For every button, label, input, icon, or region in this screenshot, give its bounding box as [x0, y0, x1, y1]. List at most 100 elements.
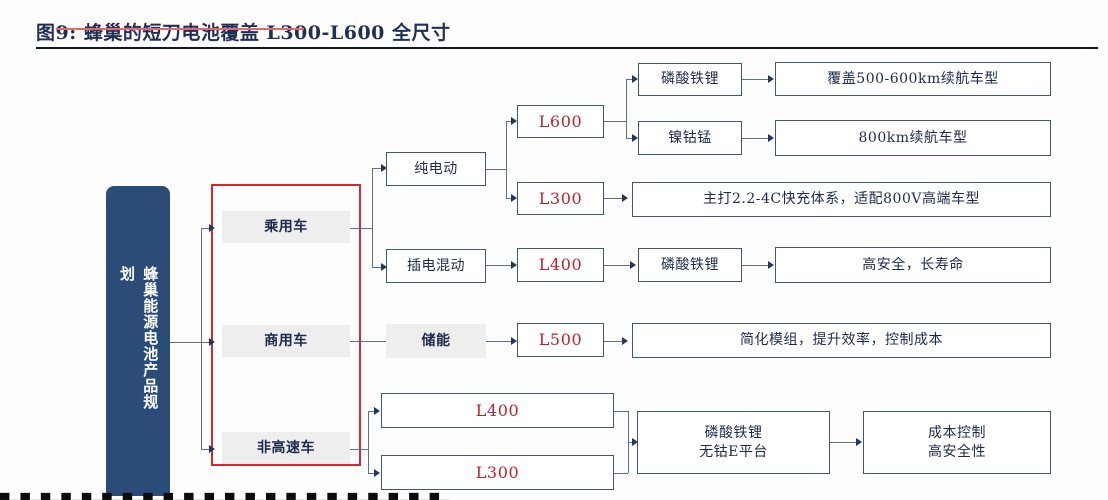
connector-lowspeed-bus	[368, 411, 369, 474]
outcome-range-800-label: 800km续航车型	[858, 129, 968, 146]
title-horizontal-rule	[36, 47, 1098, 49]
cell-l400-phev[interactable]: L400	[517, 248, 604, 282]
arrow-lfp-l600-to-outcome	[768, 75, 774, 83]
outcome-cost-and-safety[interactable]: 成本控制 高安全性	[863, 411, 1051, 474]
connector-root-to-lowspeed	[201, 449, 212, 450]
arrow-bev-to-l300	[511, 194, 517, 202]
outcome-range-800[interactable]: 800km续航车型	[775, 120, 1051, 156]
segment-low-speed-vehicle[interactable]: 非高速车	[222, 432, 350, 464]
arrow-passenger-to-phev	[381, 263, 387, 271]
connector-l400-to-chemistry	[604, 265, 630, 266]
cell-l400-lowspeed[interactable]: L400	[381, 393, 614, 428]
connector-l600-out	[604, 121, 626, 122]
outcome-fast-charging-label: 主打2.2-4C快充体系，适配800V高端车型	[703, 191, 980, 208]
outcome-cost-line1: 成本控制	[928, 424, 986, 441]
connector-lfp-l600-to-outcome	[742, 79, 768, 80]
chemistry-lfp-l400[interactable]: 磷酸铁锂	[638, 248, 742, 282]
cell-l500-ess-label: L500	[538, 330, 583, 350]
connector-root-to-passenger	[201, 228, 212, 229]
chemistry-lfp-l600-label: 磷酸铁锂	[661, 71, 719, 88]
arrow-phev-to-l400	[511, 261, 517, 269]
arrow-bev-to-l600	[511, 117, 517, 125]
connector-ncm-l600-to-outcome	[742, 138, 768, 139]
connector-lowspeed-to-l400	[368, 411, 378, 412]
cell-l300-lowspeed[interactable]: L300	[381, 455, 614, 490]
arrow-l300-to-outcome	[622, 194, 628, 202]
connector-l400-lsv-merge	[614, 411, 628, 412]
chemistry-ncm-l600[interactable]: 镍钴锰	[638, 121, 742, 155]
chemistry-lfp-lsv-line2: 无钴E平台	[699, 443, 768, 460]
connector-commercial-to-ess	[350, 341, 386, 342]
arrow-ncm-l600-to-outcome	[768, 134, 774, 142]
outcome-safety-life[interactable]: 高安全，长寿命	[775, 247, 1051, 283]
arrow-root-to-lowspeed	[209, 445, 215, 453]
arrow-lfp-l400-to-outcome	[768, 261, 774, 269]
connector-l600-to-ncm	[626, 138, 636, 139]
segment-passenger-vehicle[interactable]: 乘用车	[222, 211, 350, 243]
chemistry-lfp-lsv-line1: 磷酸铁锂	[704, 424, 763, 441]
cell-l300-bev[interactable]: L300	[517, 182, 604, 215]
outcome-range-500-600[interactable]: 覆盖500-600km续航车型	[775, 62, 1051, 96]
connector-l600-to-lfp	[626, 79, 636, 80]
chemistry-lfp-l400-label: 磷酸铁锂	[661, 256, 719, 273]
segment-commercial-vehicle[interactable]: 商用车	[222, 325, 350, 357]
outcome-fast-charging[interactable]: 主打2.2-4C快充体系，适配800V高端车型	[632, 182, 1051, 217]
outcome-cost-line2: 高安全性	[928, 443, 986, 460]
arrow-root-to-passenger	[209, 224, 215, 232]
arrow-ess-to-l500	[511, 337, 517, 345]
powertrain-bev-label: 纯电动	[414, 160, 458, 177]
connector-phev-to-l400	[486, 265, 511, 266]
connector-ess-to-l500	[486, 341, 511, 342]
outcome-range-500-600-label: 覆盖500-600km续航车型	[827, 70, 999, 87]
cell-l300-bev-label: L300	[538, 188, 583, 208]
connector-passenger-bus	[372, 168, 373, 268]
title-underline	[56, 28, 304, 30]
clipped-footer-text: ▀▄▀▄▀▄▀▄▀▄▀▄▀▄▀▄▀▄▀▄▀▄▀▄▀▄▀▄▀▄▀▄▀▄▀▄▀▄▀▄…	[0, 493, 451, 500]
segment-passenger-vehicle-label: 乘用车	[264, 218, 308, 235]
outcome-safety-life-label: 高安全，长寿命	[862, 256, 964, 273]
chemistry-lfp-l600[interactable]: 磷酸铁锂	[638, 63, 742, 96]
arrow-l600-to-ncm	[632, 134, 638, 142]
connector-bev-bus	[506, 121, 507, 198]
segment-commercial-vehicle-label: 商用车	[264, 332, 308, 349]
root-node-label: 蜂巢能源电池产品规划	[118, 266, 160, 410]
powertrain-energy-storage-label: 储能	[421, 332, 451, 349]
arrow-l500-to-outcome	[622, 337, 628, 345]
outcome-module-efficiency[interactable]: 简化模组，提升效率，控制成本	[632, 323, 1051, 358]
connector-passenger-out	[350, 228, 372, 229]
arrow-root-to-commercial	[209, 338, 215, 346]
cell-l600[interactable]: L600	[517, 105, 604, 138]
root-node-product-plan: 蜂巢能源电池产品规划	[106, 186, 170, 496]
connector-l300-to-outcome	[604, 198, 622, 199]
cell-l500-ess[interactable]: L500	[517, 323, 604, 357]
powertrain-phev[interactable]: 插电混动	[386, 249, 486, 283]
connector-l300-lsv-merge	[614, 473, 628, 474]
connector-lowspeed-out	[350, 449, 368, 450]
segment-low-speed-vehicle-label: 非高速车	[257, 439, 315, 456]
connector-lfp-l400-to-outcome	[742, 265, 768, 266]
arrow-lsv-chemistry-to-outcome	[856, 438, 862, 446]
connector-lowspeed-to-l300	[368, 473, 378, 474]
connector-passenger-to-phev	[372, 267, 384, 268]
arrow-l600-to-lfp	[632, 75, 638, 83]
arrow-l400-to-chemistry	[630, 261, 636, 269]
arrow-lowspeed-to-l300	[374, 469, 380, 477]
highlight-frame-segments	[211, 184, 361, 466]
connector-lsv-chemistry-to-outcome	[830, 442, 856, 443]
powertrain-bev[interactable]: 纯电动	[386, 152, 486, 186]
chemistry-lfp-cobalt-free-platform[interactable]: 磷酸铁锂 无钴E平台	[637, 411, 830, 474]
cell-l600-label: L600	[538, 111, 583, 131]
connector-passenger-to-bev	[372, 168, 384, 169]
connector-bev-out	[486, 169, 506, 170]
cell-l300-lowspeed-label: L300	[475, 462, 520, 482]
connector-bev-to-l300	[506, 198, 515, 199]
outcome-module-efficiency-label: 简化模组，提升效率，控制成本	[740, 332, 943, 349]
connector-l500-to-outcome	[604, 341, 622, 342]
figure-title-block: 图9: 蜂巢的短刀电池覆盖 L300-L600 全尺寸	[36, 20, 1076, 54]
powertrain-energy-storage[interactable]: 储能	[386, 324, 486, 358]
arrow-lsv-to-chemistry	[632, 438, 638, 446]
connector-root-to-commercial	[201, 342, 212, 343]
cell-l400-phev-label: L400	[538, 255, 583, 275]
arrow-lowspeed-to-l400	[374, 407, 380, 415]
